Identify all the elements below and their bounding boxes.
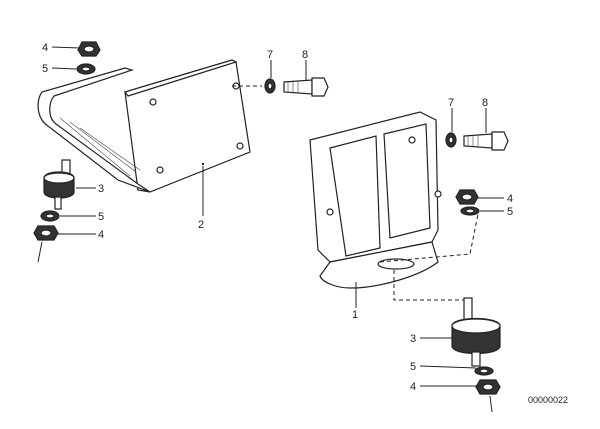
callout-7-right: 7 (448, 97, 454, 109)
left-bolt-group (232, 77, 329, 97)
callout-7-left: 7 (267, 49, 273, 61)
callout-1: 1 (352, 309, 358, 321)
callout-8-right: 8 (482, 97, 488, 109)
right-bracket (309, 111, 442, 308)
left-lower-nut (33, 225, 59, 263)
callout-5-left-top: 5 (42, 63, 48, 75)
right-rubber-mount (451, 297, 501, 367)
right-lower-nut (475, 379, 501, 413)
leader-lines (51, 46, 504, 387)
callout-4-left-top: 4 (42, 42, 48, 54)
callout-5-right-bottom: 5 (410, 361, 416, 373)
callout-labels: 4 5 3 5 4 2 7 8 7 8 4 5 1 3 5 4 00000022 (42, 42, 568, 405)
callout-2: 2 (198, 219, 204, 231)
right-upper-nut (455, 189, 479, 205)
left-upper-washer (76, 63, 96, 75)
left-rubber-mount (43, 159, 75, 210)
right-lower-washer (474, 366, 494, 376)
left-bracket (37, 59, 251, 193)
callout-4-right-top: 4 (507, 193, 513, 205)
right-bolt-group (445, 131, 509, 151)
left-lower-washer (40, 210, 60, 222)
callout-3-left: 3 (98, 183, 104, 195)
callout-5-right-top: 5 (507, 206, 513, 218)
callout-3-right: 3 (410, 333, 416, 345)
right-upper-washer (460, 206, 480, 216)
callout-4-left-bottom: 4 (98, 229, 104, 241)
callout-5-left-bottom: 5 (98, 211, 104, 223)
callout-4-right-bottom: 4 (410, 381, 416, 393)
reference-code: 00000022 (528, 395, 568, 405)
callout-8-left: 8 (302, 49, 308, 61)
left-upper-nut (77, 41, 101, 57)
